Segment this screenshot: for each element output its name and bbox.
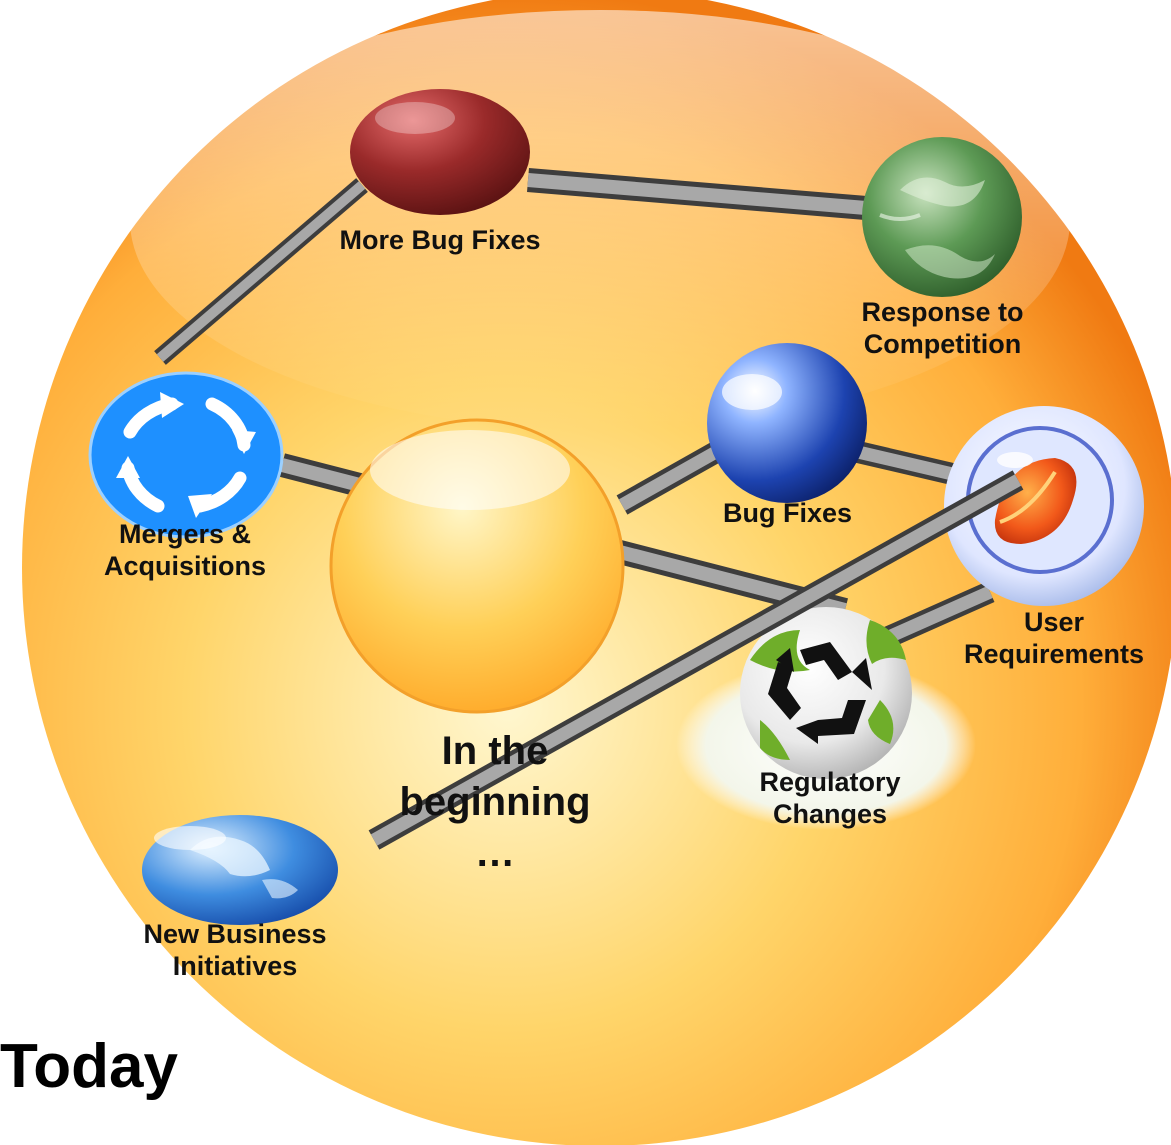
competition-globe-icon [862, 137, 1022, 297]
today-title: Today [0, 1032, 178, 1101]
rod-initiatives-to-user-requirements [368, 470, 1024, 850]
center-beginning-text: In the beginning … [399, 729, 591, 876]
label-regulatory-changes: Regulatory Changes [759, 767, 901, 830]
label-user-requirements: User Requirements [963, 607, 1145, 670]
bug-fixes-sphere-icon [707, 343, 867, 503]
new-business-globe-icon [142, 815, 338, 925]
regulatory-recycle-icon [676, 607, 976, 830]
label-mergers-acquisitions: Mergers & Acquisitions [103, 519, 266, 582]
beginning-sphere [329, 418, 625, 714]
label-response-to-competition: Response to Competition [861, 297, 1024, 360]
label-new-business-initiatives: New Business Initiatives [143, 919, 327, 982]
label-more-bug-fixes: More Bug Fixes [339, 225, 541, 255]
mergers-cycle-icon [88, 371, 284, 539]
more-bug-fixes-sphere-icon [350, 89, 530, 215]
label-bug-fixes: Bug Fixes [722, 498, 853, 528]
user-requirements-glass-icon [944, 406, 1144, 606]
